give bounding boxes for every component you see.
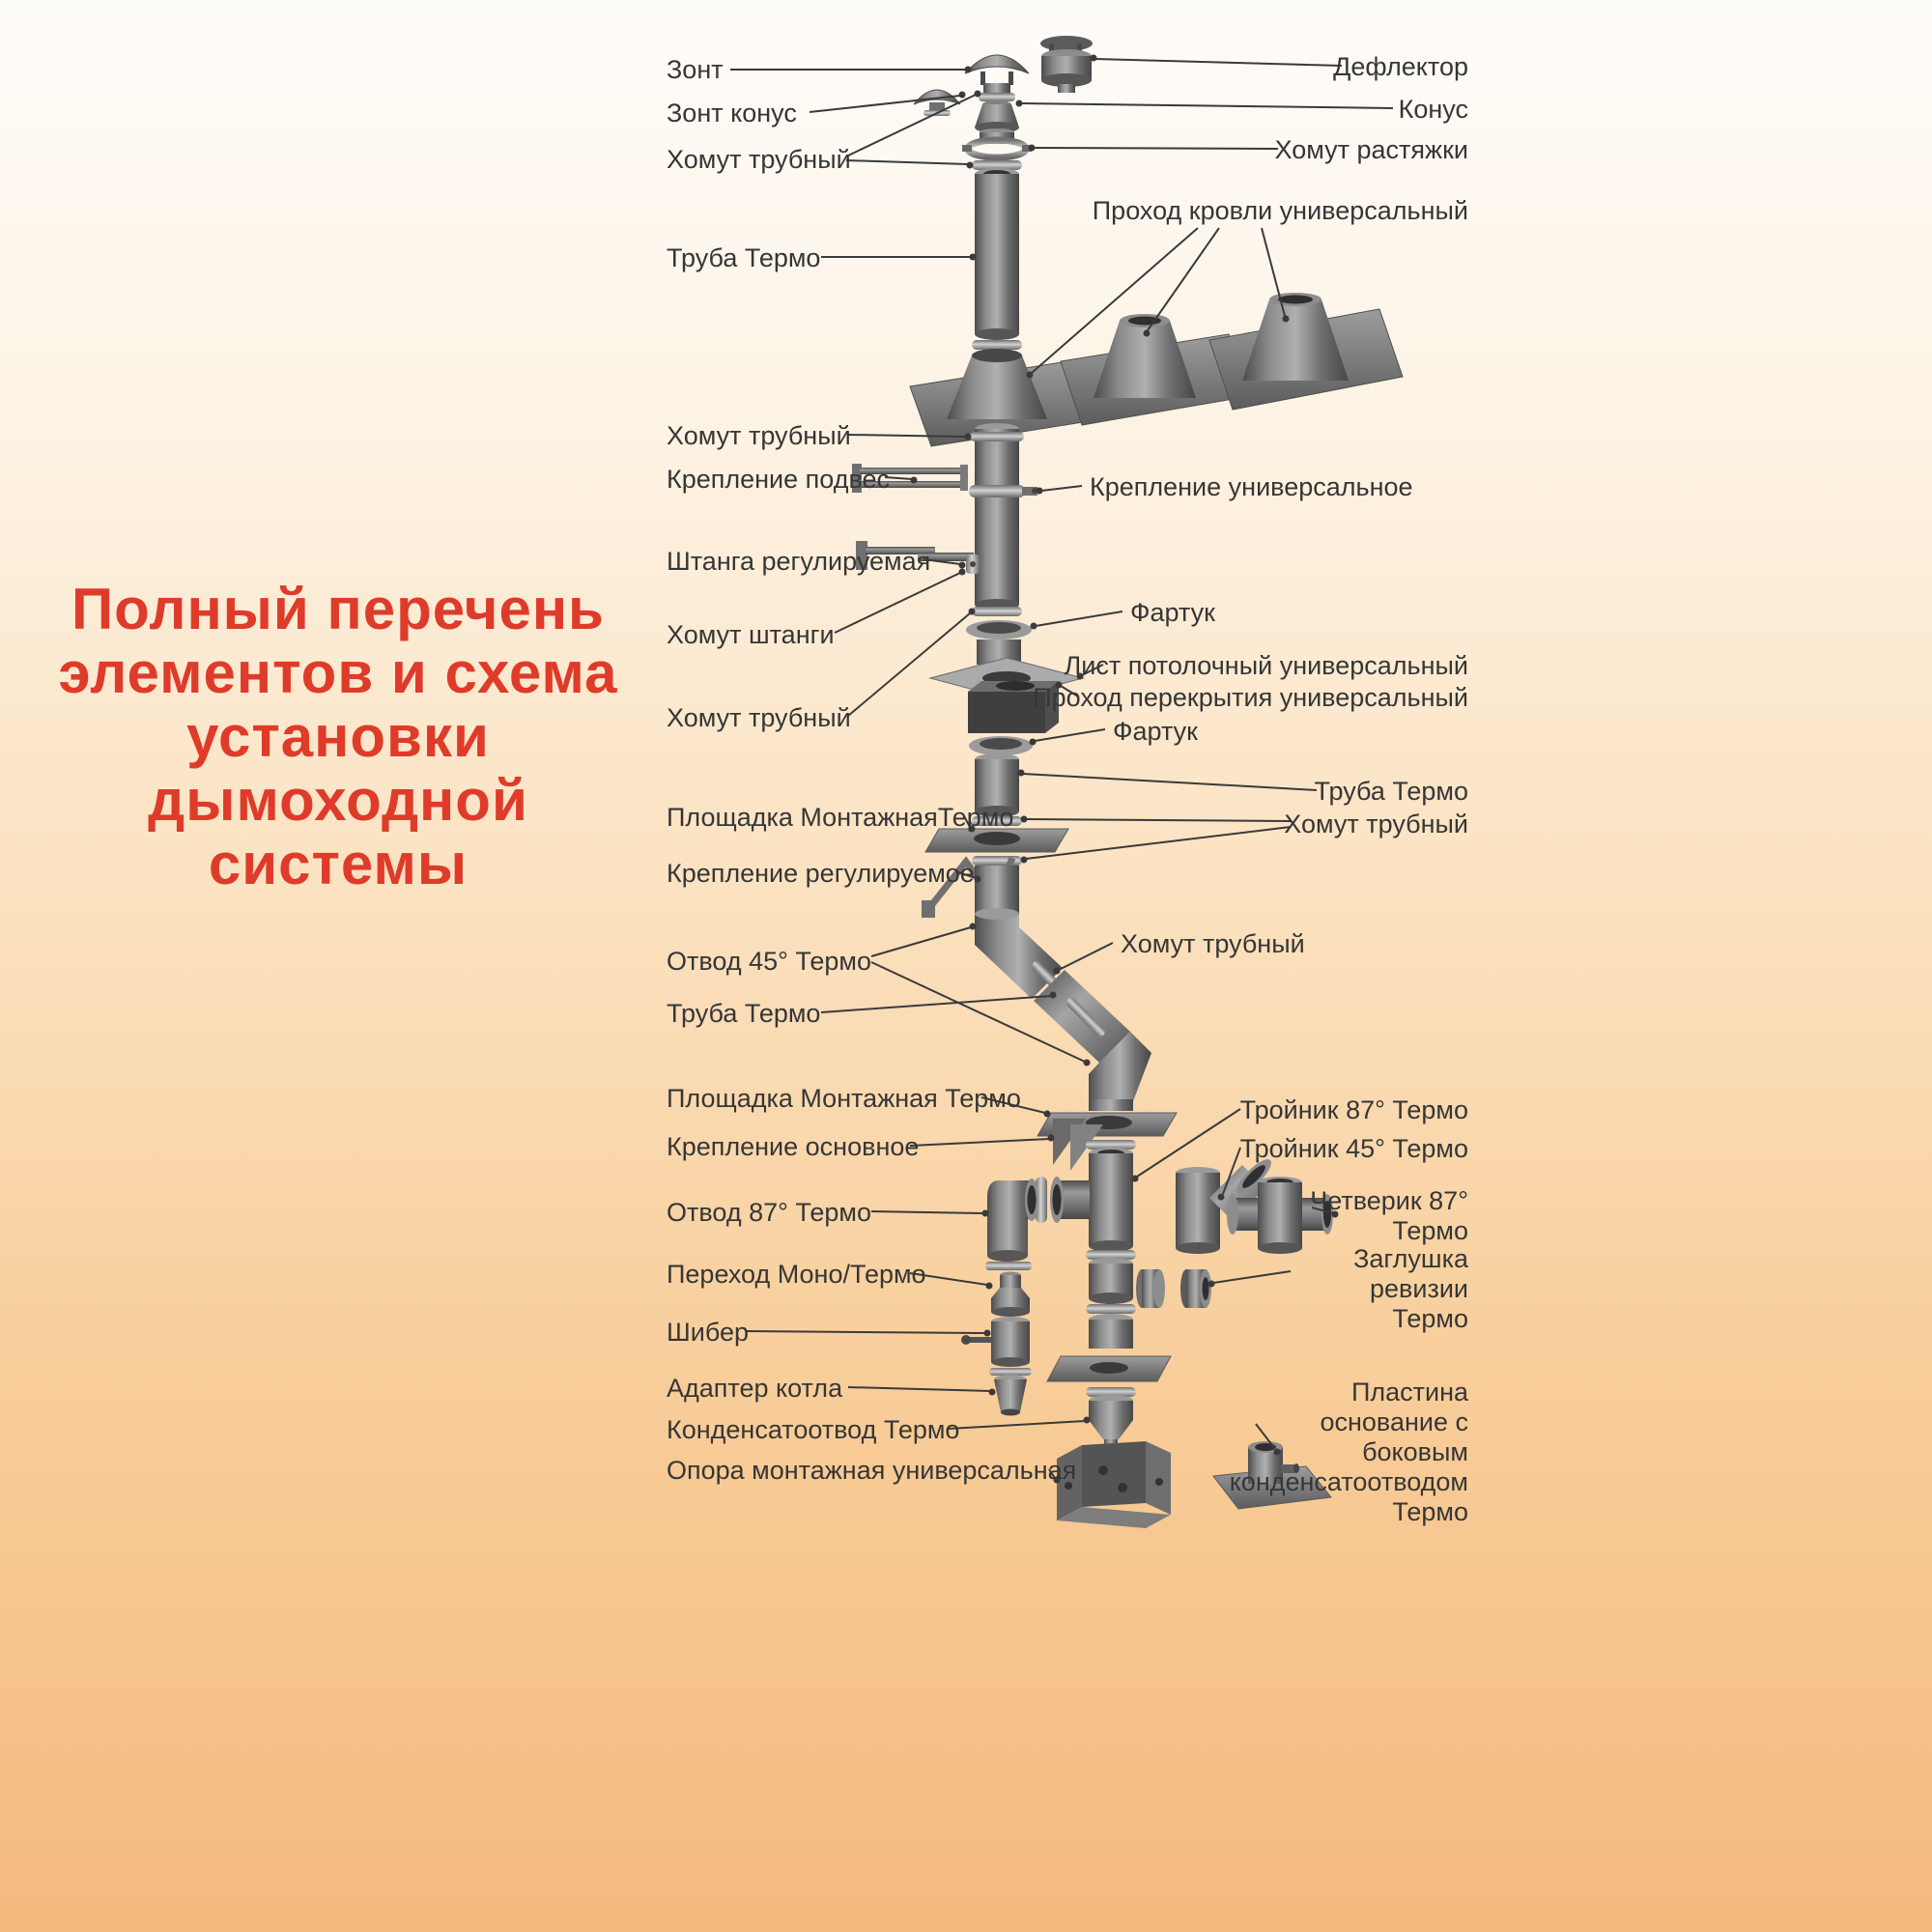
part-otvod-45-lower	[1089, 1032, 1151, 1101]
part-deflector	[1040, 36, 1093, 93]
label-opora-montazhnaya: Опора монтажная универсальная	[667, 1456, 1077, 1485]
label-adapter-kotla: Адаптер котла	[667, 1374, 843, 1403]
part-ploshchadka-montazhnaya-1	[924, 828, 1069, 853]
part-perekhod-mono-termo	[991, 1271, 1030, 1317]
part-prokhod-perekrytiya	[968, 681, 1059, 733]
part-plastina-osnovanie	[1212, 1441, 1332, 1510]
label-khomut-trubny-5: Хомут трубный	[1121, 929, 1305, 958]
part-kreplenie-podves	[852, 464, 968, 493]
part-khomut-tee-top	[1086, 1140, 1136, 1150]
part-otvod-45-upper	[975, 908, 1063, 999]
part-khomut-tee-bottom	[1086, 1250, 1136, 1260]
part-khomut-elbow-mid	[1066, 998, 1105, 1037]
part-khomut-lower	[1086, 1304, 1136, 1314]
part-zont-konus	[913, 89, 961, 116]
part-khomut-adapter	[989, 1368, 1032, 1376]
part-adapter-kotla	[994, 1375, 1027, 1416]
label-kreplenie-osnovnoe: Крепление основное	[667, 1132, 920, 1161]
label-khomut-trubny-1: Хомут трубный	[667, 145, 851, 174]
part-chetverik-87	[1227, 1177, 1333, 1254]
label-shtanga-reguliruemaya: Штанга регулируемая	[667, 547, 931, 576]
label-deflektor: Дефлектор	[1333, 52, 1468, 81]
callout-lines	[730, 54, 1394, 1484]
part-zaglushka-revizii	[1136, 1269, 1211, 1308]
part-pipe-stub-tee	[1089, 1099, 1133, 1111]
label-ploshchadka-montazhnaya-1: Площадка МонтажнаяТермо	[667, 803, 1014, 832]
label-prokhod-perekrytiya: Проход перекрытия универсальный	[1033, 683, 1468, 712]
part-khomut-shtangi	[966, 554, 980, 574]
label-perekhod-mono-termo: Переход Моно/Термо	[667, 1260, 926, 1289]
part-opora-montazhnaya	[1057, 1441, 1171, 1528]
label-ploshchadka-montazhnaya-2: Площадка Монтажная Термо	[667, 1084, 1021, 1113]
label-kondensatootvod: Конденсатоотвод Термо	[667, 1415, 960, 1444]
part-truba-lower-2	[1089, 1314, 1133, 1349]
part-fartuk-upper	[966, 620, 1032, 639]
part-troynik-45	[1176, 1159, 1271, 1254]
part-khomut-trubny-roof-top	[972, 340, 1022, 350]
label-truba-termo-2: Труба Термо	[667, 999, 821, 1028]
label-khomut-trubny-3: Хомут трубный	[667, 703, 851, 732]
label-shiber: Шибер	[667, 1318, 750, 1347]
part-truba-lower-1	[1089, 1258, 1133, 1304]
part-shiber	[961, 1317, 1030, 1367]
part-prokhod-krovli-1	[909, 349, 1102, 447]
title-line-1: Полный перечень	[71, 577, 605, 641]
label-list-potolochny: Лист потолочный универсальный	[1064, 651, 1468, 680]
part-khomut-branch	[1036, 1177, 1047, 1223]
label-zont-konus: Зонт конус	[667, 99, 797, 128]
part-zont	[964, 54, 1030, 93]
label-konus: Конус	[1398, 95, 1468, 124]
label-khomut-trubny-2: Хомут трубный	[667, 421, 851, 450]
part-khomut-kondensat	[1086, 1387, 1136, 1397]
label-kreplenie-podves: Крепление подвес	[667, 465, 891, 494]
label-troynik-45: Тройник 45° Термо	[1239, 1134, 1468, 1163]
title-line-3: установки	[186, 704, 490, 769]
part-khomut-trubny-mid	[970, 432, 1024, 441]
label-plastina-osnovanie: Пластина основание с боковым конденсатоо…	[1229, 1378, 1468, 1526]
part-otvod-87	[987, 1179, 1038, 1262]
label-khomut-trubny-4: Хомут трубный	[1284, 810, 1468, 838]
part-pipe-stub-elbow	[975, 866, 1019, 914]
page-title: Полный перечень элементов и схема устано…	[50, 578, 626, 896]
label-zont: Зонт	[667, 55, 724, 84]
part-truba-termo-top	[975, 168, 1019, 340]
label-truba-termo-1: Труба Термо	[667, 243, 821, 272]
chimney-artwork	[852, 36, 1404, 1528]
label-prokhod-krovli: Проход кровли универсальный	[1092, 196, 1468, 225]
label-kreplenie-universalnoe: Крепление универсальное	[1090, 472, 1413, 501]
part-khomut-trubny-plate-top	[972, 816, 1022, 826]
part-konus	[975, 100, 1019, 133]
label-fartuk-2: Фартук	[1113, 717, 1198, 746]
part-truba-termo-mid	[975, 423, 1019, 611]
part-troynik-87	[1050, 1148, 1133, 1252]
part-truba-termo-short	[975, 753, 1019, 817]
part-khomut-trubny-ceiling	[972, 607, 1022, 616]
part-prokhod-krovli-3	[1208, 293, 1404, 411]
label-khomut-shtangi: Хомут штанги	[667, 620, 835, 649]
title-line-5: системы	[208, 832, 469, 896]
label-chetverik-87: Четверик 87° Термо	[1310, 1186, 1468, 1245]
part-khomut-perekhod	[985, 1262, 1032, 1270]
title-line-4: дымоходной	[148, 768, 528, 833]
part-shtanga-reguliruemaya	[856, 541, 974, 570]
part-khomut-trubny-top	[979, 93, 1015, 101]
label-khomut-rastyazhki: Хомут растяжки	[1274, 135, 1468, 164]
label-fartuk-1: Фартук	[1130, 598, 1215, 627]
label-truba-termo-3: Труба Термо	[1314, 777, 1468, 806]
label-troynik-87: Тройник 87° Термо	[1239, 1095, 1468, 1124]
part-khomut-rastyazhki	[962, 136, 1032, 161]
label-otvod-87: Отвод 87° Термо	[667, 1198, 872, 1227]
label-kreplenie-reguliruemoe: Крепление регулируемое	[667, 859, 975, 888]
label-zaglushka-revizii: Заглушка ревизии Термо	[1353, 1244, 1468, 1333]
part-plate-trunk	[1046, 1355, 1172, 1382]
title-line-2: элементов и схема	[58, 640, 618, 705]
label-otvod-45: Отвод 45° Термо	[667, 947, 872, 976]
part-fartuk-lower	[969, 736, 1033, 755]
part-kreplenie-universalnoe	[969, 485, 1037, 497]
part-khomut-trubny-upper	[972, 160, 1022, 170]
